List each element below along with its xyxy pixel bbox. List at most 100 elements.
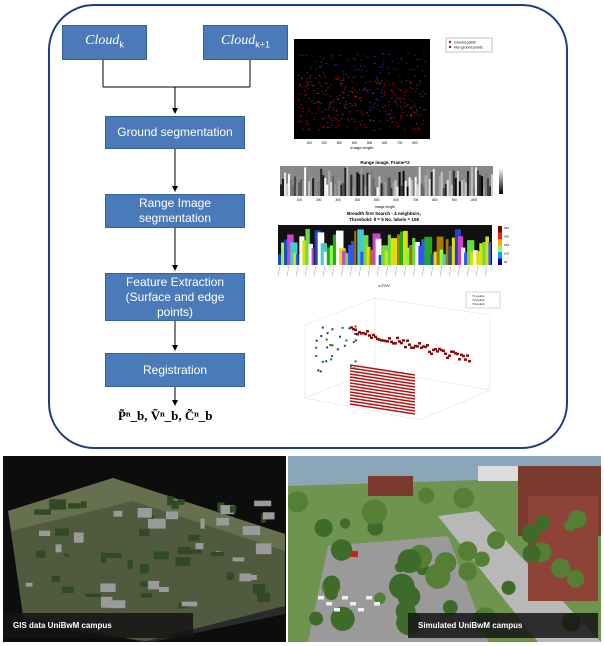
plot1-point	[373, 129, 376, 131]
plot1-point	[359, 121, 361, 123]
plot1-point	[319, 67, 321, 68]
plot1-point	[346, 125, 348, 127]
plot1-point	[412, 88, 414, 90]
gis-building	[257, 592, 271, 602]
plot1-point	[388, 72, 390, 74]
gis-caption: GIS data UniBwM campus	[3, 613, 193, 638]
plot4-point	[380, 339, 383, 342]
plot2-column	[446, 179, 449, 196]
plot1-point	[313, 84, 315, 86]
registration-label: Registration	[142, 362, 208, 377]
plot1-point	[379, 111, 381, 113]
plot4-point	[350, 364, 353, 367]
plot1-point	[386, 113, 388, 115]
plot2-xtick: 900	[452, 198, 458, 202]
gis-building	[85, 593, 101, 598]
plot1-point	[400, 98, 402, 99]
plot3-title: Breadth first Search - 4 neighbors,	[347, 211, 421, 216]
plot3-region	[351, 241, 354, 265]
plot2-column	[470, 166, 473, 196]
plot1-point	[306, 72, 308, 74]
plot1-point	[421, 96, 424, 98]
plot2-column	[394, 180, 397, 196]
plot1-point	[416, 84, 418, 86]
plot1-point	[320, 61, 322, 63]
plot1-point	[330, 118, 332, 119]
gis-building	[55, 544, 62, 553]
plot1-point	[373, 62, 376, 64]
gis-building	[137, 507, 152, 518]
gis-building	[252, 584, 266, 594]
plot1-point	[409, 82, 411, 84]
plot4-point	[430, 352, 433, 356]
plot2-column	[330, 181, 333, 196]
plot1-point	[409, 114, 412, 116]
plot2-column	[491, 174, 494, 196]
plot1-point	[421, 114, 423, 116]
cloud-k1-box: Cloudk+1	[203, 25, 288, 60]
plot3-xtick	[313, 265, 317, 277]
plot2-column	[346, 166, 349, 196]
simulated-tree	[339, 518, 351, 529]
plot3-region	[363, 235, 369, 265]
plot2-column	[378, 176, 381, 196]
gis-building	[139, 563, 149, 574]
plot1-point	[364, 87, 366, 89]
plot2-column	[464, 182, 467, 196]
plot1-point	[302, 55, 304, 57]
plot1-point	[391, 83, 393, 85]
plot1-point	[325, 90, 327, 91]
plot1-point	[315, 113, 317, 114]
plot1-point	[408, 80, 410, 82]
plot3-xtick	[439, 265, 443, 277]
plot2-column	[296, 185, 299, 196]
plot1-point	[396, 69, 398, 71]
plot1-point	[336, 96, 338, 98]
plot1-point	[347, 59, 349, 61]
plot2-column	[424, 175, 427, 196]
plot4-point	[349, 394, 416, 406]
plot3-region	[302, 240, 308, 265]
plot1-point	[410, 82, 412, 84]
plot2-column	[402, 170, 405, 196]
plot1-point	[335, 63, 337, 65]
plot1-point	[355, 96, 357, 98]
plot1-point	[331, 57, 334, 58]
plot1-xtick: 700	[397, 141, 403, 145]
plot4-point	[412, 346, 415, 349]
plot1-point	[416, 88, 418, 90]
plot1-point	[407, 53, 409, 55]
plot1-point	[333, 99, 335, 101]
plot1-point	[384, 91, 386, 93]
plot1-point	[346, 108, 349, 110]
plot3-region	[284, 239, 289, 265]
plot1-point	[400, 57, 402, 59]
plot1-point	[376, 98, 378, 100]
plot1-point	[347, 95, 349, 96]
plot1-point	[379, 71, 381, 73]
plot1-point	[415, 58, 417, 60]
plot4-point	[349, 379, 416, 391]
plot1-point	[371, 92, 373, 94]
plot1-point	[393, 117, 395, 119]
plot1-point	[400, 118, 402, 120]
plot1-point	[323, 118, 325, 120]
simulated-caption: Simulated UniBwM campus	[408, 613, 598, 638]
plot2-column	[416, 184, 419, 196]
plot4-point	[386, 340, 389, 343]
plot1-point	[350, 119, 353, 121]
plot1-point	[397, 62, 399, 64]
plot1-point	[358, 88, 360, 90]
gis-building	[171, 501, 179, 509]
plot2-column	[462, 179, 465, 196]
gis-building	[147, 518, 166, 529]
plot3-colorbar-tick: 100	[504, 252, 509, 256]
plot3-xtick	[340, 265, 344, 277]
gis-building	[62, 586, 74, 594]
plot1-point	[360, 59, 363, 61]
plot3-region	[281, 242, 285, 265]
simulated-campus-photo: Simulated UniBwM campus	[288, 456, 601, 642]
plot4-point	[358, 330, 361, 334]
